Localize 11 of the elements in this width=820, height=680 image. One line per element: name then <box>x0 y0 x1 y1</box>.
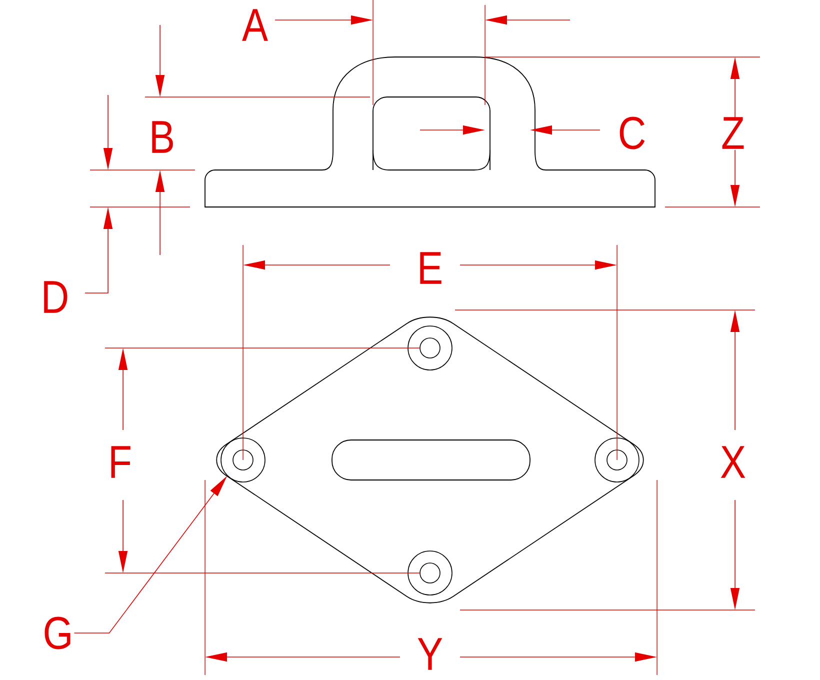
dimension-label: D <box>44 281 68 313</box>
dimension-label: Y <box>418 638 442 670</box>
dimension-label: F <box>111 446 130 478</box>
dimension-label: Z <box>722 117 744 149</box>
hole-outline <box>220 438 266 482</box>
dimension-label: B <box>152 121 173 153</box>
dimension-label: C <box>620 116 645 150</box>
dimension-label: X <box>720 446 746 478</box>
callout-label: G <box>44 616 70 650</box>
dimension-label: E <box>420 252 442 284</box>
dimension-label: A <box>242 9 268 41</box>
